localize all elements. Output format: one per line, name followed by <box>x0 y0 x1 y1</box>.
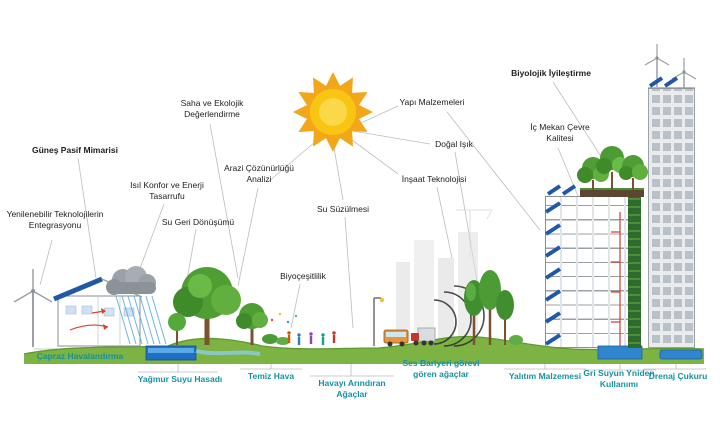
label-isil-konfor: Isıl Konfor ve Enerji Tasarrufu <box>130 180 204 201</box>
facade-solar-louvers <box>544 201 562 346</box>
rain-streaks <box>115 295 167 345</box>
mid-rise-green-building <box>545 196 629 348</box>
tower-roof-solar-panels <box>648 76 695 89</box>
label-insaat-teknolojisi: İnşaat Teknolojisi <box>401 174 467 184</box>
label-drenaj-cukuru: Drenaj Çukuru <box>648 371 708 381</box>
label-yenilenebilir: Yenilenebilir Teknolojilerin Entegrasyon… <box>6 209 104 230</box>
street-lamp <box>373 297 385 346</box>
rainwater-tank <box>145 345 197 361</box>
rain-cloud <box>106 266 167 345</box>
green-wall <box>628 196 641 348</box>
connector-lines <box>34 81 706 377</box>
truck <box>411 327 436 346</box>
label-gri-suyun: Gri Suyun Yniden Kullanımı <box>583 368 655 389</box>
label-temiz-hava: Temiz Hava <box>247 371 295 381</box>
sound-barrier-trees <box>464 270 523 345</box>
label-yalitim-malzemesi: Yalıtım Malzemesi <box>508 371 582 381</box>
label-gunes-pasif-mimarisi: Güneş Pasif Mimarisi <box>32 145 118 155</box>
label-saha-ekolojik: Saha ve Ekolojik Değerlendirme <box>180 98 244 119</box>
drainage-pit <box>659 349 703 360</box>
tall-tower-building <box>648 88 695 348</box>
label-yapi-malzemeleri: Yapı Malzemeleri <box>399 97 465 107</box>
label-su-suzulmesi: Su Süzülmesi <box>317 204 369 214</box>
label-biyocesitlilik: Biyoçeşitlilik <box>280 271 326 281</box>
label-ic-mekan-cevre: İç Mekan Çevre Kalitesi <box>530 122 590 143</box>
bus <box>383 329 409 347</box>
greywater-pipes <box>611 212 621 346</box>
clean-water-stream <box>195 349 261 356</box>
label-arazi-cozunurlugu: Arazi Çözünürlüğü Analizi <box>224 163 294 184</box>
label-su-geri-donusumu: Su Geri Dönüşümü <box>161 217 235 227</box>
park-trees <box>168 267 290 345</box>
sun-illustration <box>293 72 373 152</box>
label-yagmur-suyu-hasadi: Yağmur Suyu Hasadı <box>137 374 223 384</box>
wind-turbine-left <box>13 269 53 347</box>
construction-silhouette <box>396 209 493 346</box>
airflow-arrows <box>69 308 109 331</box>
people-figures <box>270 312 336 345</box>
roof-garden-trees <box>577 146 648 197</box>
label-havayi-arindiran: Havayı Arındıran Ağaçlar <box>318 378 386 399</box>
label-biyolojik-iyilestirme: Biyolojik İyileştirme <box>511 68 591 78</box>
label-ses-bariyeri: Ses Bariyeri görevi gören ağaçlar <box>402 358 480 379</box>
mid-roof-solar-panels <box>546 184 577 196</box>
passive-solar-house <box>53 276 143 347</box>
label-dogal-isik: Doğal Işık <box>435 139 473 149</box>
label-capraz-havalandirma: Çapraz Havalandırma <box>36 351 124 361</box>
